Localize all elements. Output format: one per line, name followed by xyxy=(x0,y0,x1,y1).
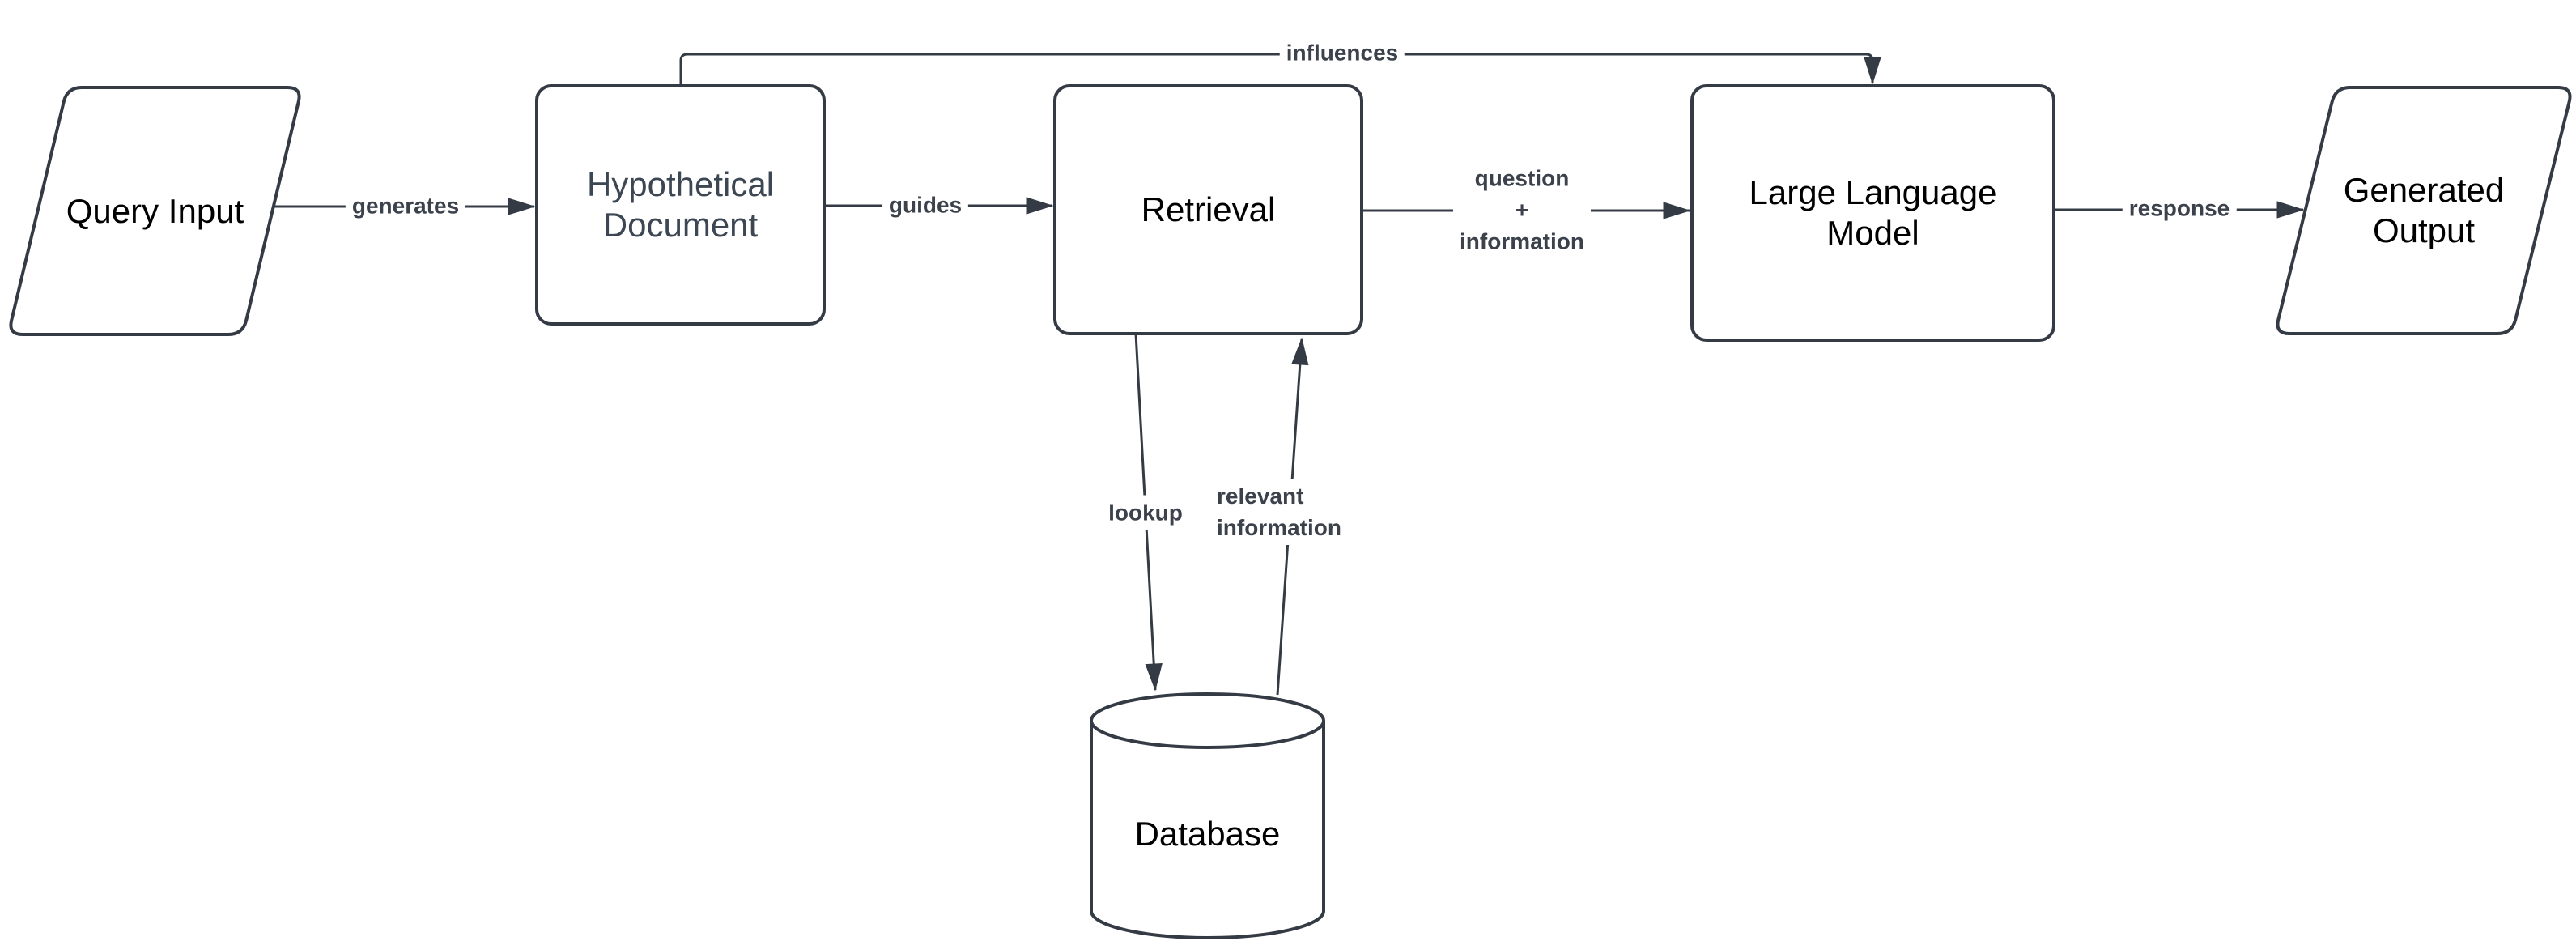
edge-label-generates: generates xyxy=(345,188,466,224)
edge-label-relevant-information: relevant information xyxy=(1209,479,1350,545)
edge-label-influences: influences xyxy=(1279,35,1405,70)
edge-label-response: response xyxy=(2122,190,2237,226)
edge-label-guides: guides xyxy=(882,187,969,223)
edge-label-relevant-information-line2: information xyxy=(1217,515,1341,540)
hypothetical-document-shape xyxy=(535,84,826,326)
edge-influences-line xyxy=(679,53,1881,86)
edge-label-question-information-line2: + xyxy=(1515,197,1529,223)
edge-label-lookup: lookup xyxy=(1102,495,1189,530)
edge-label-question-information: question + information xyxy=(1453,160,1591,259)
edge-label-question-information-line3: information xyxy=(1460,228,1584,254)
edge-label-relevant-information-line1: relevant xyxy=(1217,483,1304,509)
database-cylinder-body xyxy=(1090,721,1325,939)
database-cylinder-top xyxy=(1090,692,1325,749)
retrieval-shape xyxy=(1053,84,1363,335)
generated-output-shape xyxy=(2276,86,2572,335)
large-language-model-shape xyxy=(1690,84,2055,342)
query-input-shape xyxy=(9,86,301,336)
edge-label-question-information-line1: question xyxy=(1474,165,1570,191)
